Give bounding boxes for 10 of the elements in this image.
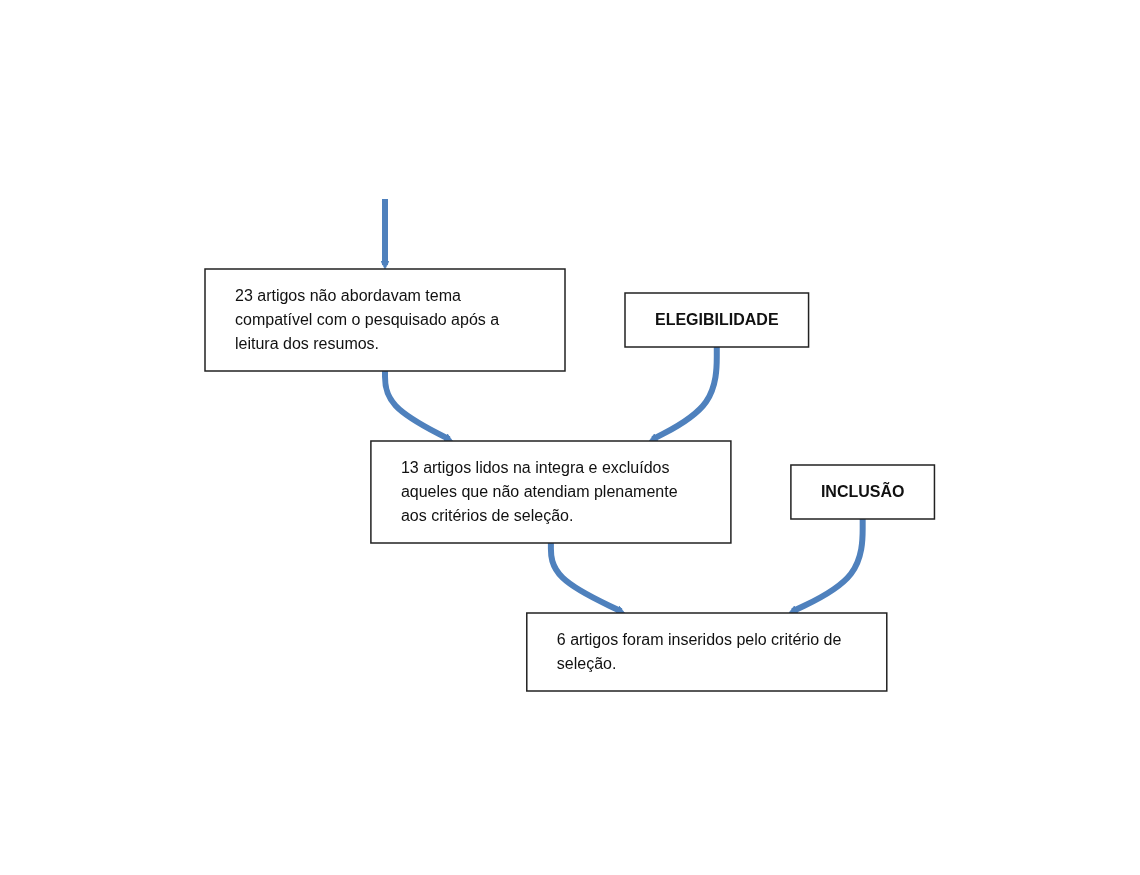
node-box: 6 artigos foram inseridos pelo critério de seleção.	[526, 611, 888, 692]
arrow	[788, 518, 866, 614]
arrow	[649, 346, 721, 442]
arrow	[382, 370, 454, 442]
node-box: ELEGIBILIDADE	[624, 291, 810, 348]
node-box: INCLUSÃO	[790, 463, 936, 520]
node-box: 23 artigos não abordavam tema compatível com o pesquisado após a leitura dos resumos.	[204, 267, 566, 372]
arrow	[380, 198, 390, 269]
arrow	[548, 542, 626, 614]
node-box: 13 artigos lidos na integra e excluídos aqueles que não atendiam plenamente aos critérios de seleção.	[370, 439, 732, 544]
